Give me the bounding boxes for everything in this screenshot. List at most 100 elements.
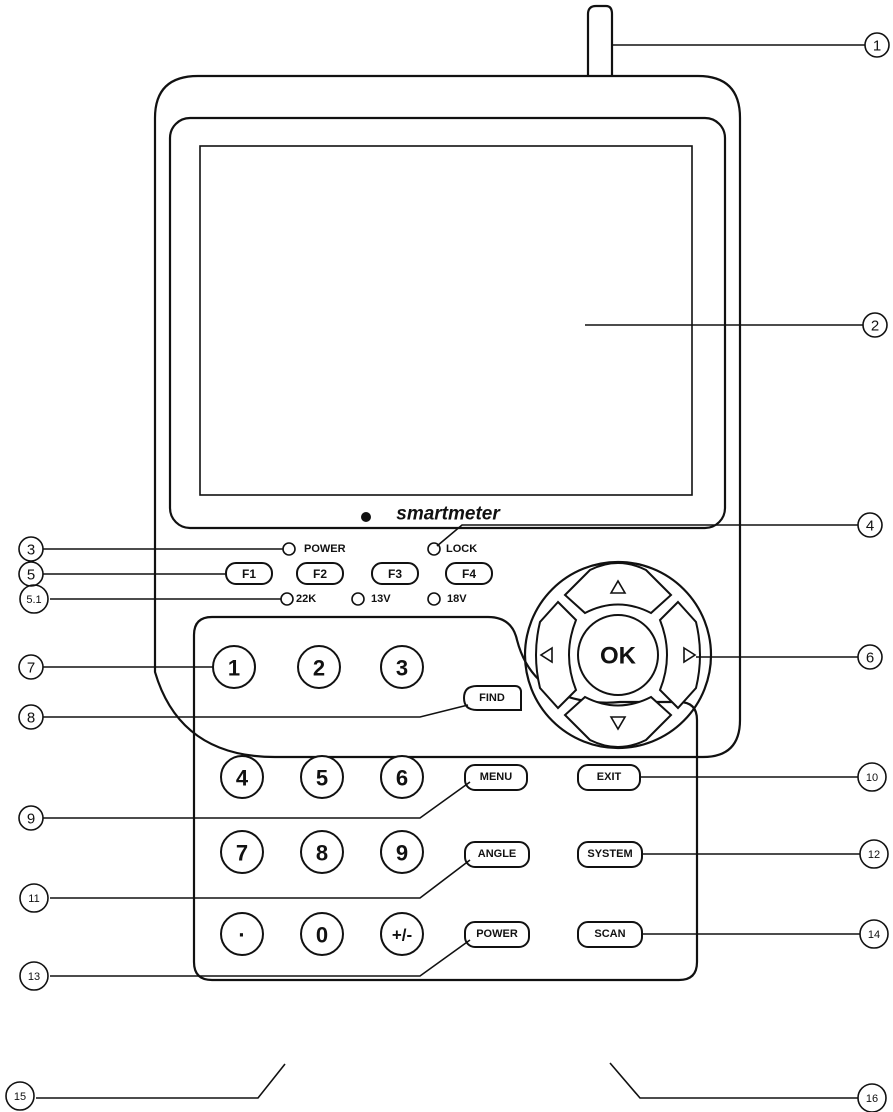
key-7[interactable]: 7 bbox=[220, 830, 264, 874]
lock-led-icon bbox=[427, 542, 441, 556]
leader-lines bbox=[36, 44, 865, 1099]
find-button[interactable]: FIND bbox=[462, 685, 522, 711]
lock-indicator: LOCK bbox=[427, 542, 477, 556]
leader-8 bbox=[43, 704, 469, 718]
key-7-label: 7 bbox=[236, 841, 248, 866]
lnb-13v-led-icon bbox=[351, 592, 365, 606]
display-screen bbox=[199, 145, 693, 496]
lnb-22k-label: 22K bbox=[296, 593, 316, 605]
f4-button[interactable]: F4 bbox=[445, 562, 493, 585]
key-dot[interactable]: · bbox=[220, 912, 264, 956]
key-5-label: 5 bbox=[316, 766, 328, 791]
leader-13 bbox=[50, 939, 471, 977]
system-label: SYSTEM bbox=[587, 848, 632, 860]
navigation-pad: OK bbox=[523, 560, 713, 750]
callout-10: 10 bbox=[857, 762, 887, 792]
callout-2-text: 2 bbox=[871, 318, 879, 335]
arrow-up-icon bbox=[609, 579, 627, 594]
callout-14-text: 14 bbox=[868, 929, 880, 941]
key-1-label: 1 bbox=[228, 656, 240, 681]
callout-13: 13 bbox=[19, 961, 49, 991]
angle-button[interactable]: ANGLE bbox=[464, 841, 530, 868]
antenna bbox=[586, 4, 614, 76]
key-1[interactable]: 1 bbox=[212, 645, 256, 689]
callout-5-1-text: 5.1 bbox=[26, 594, 41, 606]
callout-9: 9 bbox=[18, 805, 44, 831]
scan-button[interactable]: SCAN bbox=[577, 921, 643, 948]
ok-label: OK bbox=[600, 643, 637, 670]
ok-button[interactable]: OK bbox=[577, 614, 659, 696]
power-led-icon bbox=[282, 542, 296, 556]
leader-4 bbox=[436, 524, 858, 547]
key-8[interactable]: 8 bbox=[300, 830, 344, 874]
key-5[interactable]: 5 bbox=[300, 755, 344, 799]
menu-label: MENU bbox=[480, 771, 512, 783]
power-button[interactable]: POWER bbox=[464, 921, 530, 948]
callout-4: 4 bbox=[857, 512, 883, 538]
key-6[interactable]: 6 bbox=[380, 755, 424, 799]
callout-10-text: 10 bbox=[866, 772, 878, 784]
menu-button[interactable]: MENU bbox=[464, 764, 528, 791]
callout-5-text: 5 bbox=[27, 567, 35, 584]
key-4-label: 4 bbox=[236, 766, 249, 791]
callout-3: 3 bbox=[18, 536, 44, 562]
lnb-22k-led-icon bbox=[280, 592, 294, 606]
lnb-18v-indicator: 18V bbox=[427, 592, 467, 606]
callout-6-text: 6 bbox=[866, 650, 874, 667]
leader-9 bbox=[43, 781, 471, 819]
f4-label: F4 bbox=[462, 567, 476, 581]
callout-15-text: 15 bbox=[14, 1091, 26, 1103]
scan-label: SCAN bbox=[594, 928, 625, 940]
exit-button[interactable]: EXIT bbox=[577, 764, 641, 791]
key-dot-label: · bbox=[238, 923, 245, 948]
arrow-left-icon bbox=[539, 646, 553, 664]
callout-3-text: 3 bbox=[27, 542, 35, 559]
callout-5-1: 5.1 bbox=[19, 584, 49, 614]
key-2-label: 2 bbox=[313, 656, 325, 681]
callout-7-text: 7 bbox=[27, 660, 35, 677]
callout-6: 6 bbox=[857, 644, 883, 670]
nav-left-button[interactable] bbox=[535, 600, 578, 710]
nav-up-button[interactable] bbox=[563, 562, 673, 615]
power-indicator: POWER bbox=[282, 542, 346, 556]
key-9[interactable]: 9 bbox=[380, 830, 424, 874]
nav-right-button[interactable] bbox=[658, 600, 701, 710]
f2-label: F2 bbox=[313, 567, 327, 581]
leader-16 bbox=[609, 1062, 858, 1099]
f2-button[interactable]: F2 bbox=[296, 562, 344, 585]
f1-button[interactable]: F1 bbox=[225, 562, 273, 585]
callout-1-text: 1 bbox=[873, 38, 881, 55]
device-body bbox=[153, 74, 742, 759]
callout-4-text: 4 bbox=[866, 518, 874, 535]
callout-9-text: 9 bbox=[27, 811, 35, 828]
angle-label: ANGLE bbox=[478, 848, 517, 860]
callout-2: 2 bbox=[862, 312, 888, 338]
callout-16-text: 16 bbox=[866, 1093, 878, 1105]
key-0-label: 0 bbox=[316, 923, 328, 948]
key-3[interactable]: 3 bbox=[380, 645, 424, 689]
lnb-13v-label: 13V bbox=[371, 593, 391, 605]
key-9-label: 9 bbox=[396, 841, 408, 866]
arrow-down-icon bbox=[609, 716, 627, 731]
system-button[interactable]: SYSTEM bbox=[577, 841, 643, 868]
power-button-label: POWER bbox=[476, 928, 518, 940]
callout-8: 8 bbox=[18, 704, 44, 730]
f3-button[interactable]: F3 bbox=[371, 562, 419, 585]
callout-11: 11 bbox=[19, 883, 49, 913]
lnb-22k-indicator: 22K bbox=[280, 592, 316, 606]
callout-8-text: 8 bbox=[27, 710, 35, 727]
lock-led-label: LOCK bbox=[446, 543, 477, 555]
callout-16: 16 bbox=[857, 1083, 887, 1112]
nav-down-button[interactable] bbox=[563, 695, 673, 748]
lnb-18v-label: 18V bbox=[447, 593, 467, 605]
callout-14: 14 bbox=[859, 919, 889, 949]
leader-15 bbox=[36, 1063, 286, 1099]
logo-mark-icon bbox=[361, 512, 371, 522]
exit-label: EXIT bbox=[597, 771, 622, 783]
key-2[interactable]: 2 bbox=[297, 645, 341, 689]
key-4[interactable]: 4 bbox=[220, 755, 264, 799]
key-0[interactable]: 0 bbox=[300, 912, 344, 956]
key-plus-minus[interactable]: +/- bbox=[380, 912, 424, 956]
key-8-label: 8 bbox=[316, 841, 328, 866]
